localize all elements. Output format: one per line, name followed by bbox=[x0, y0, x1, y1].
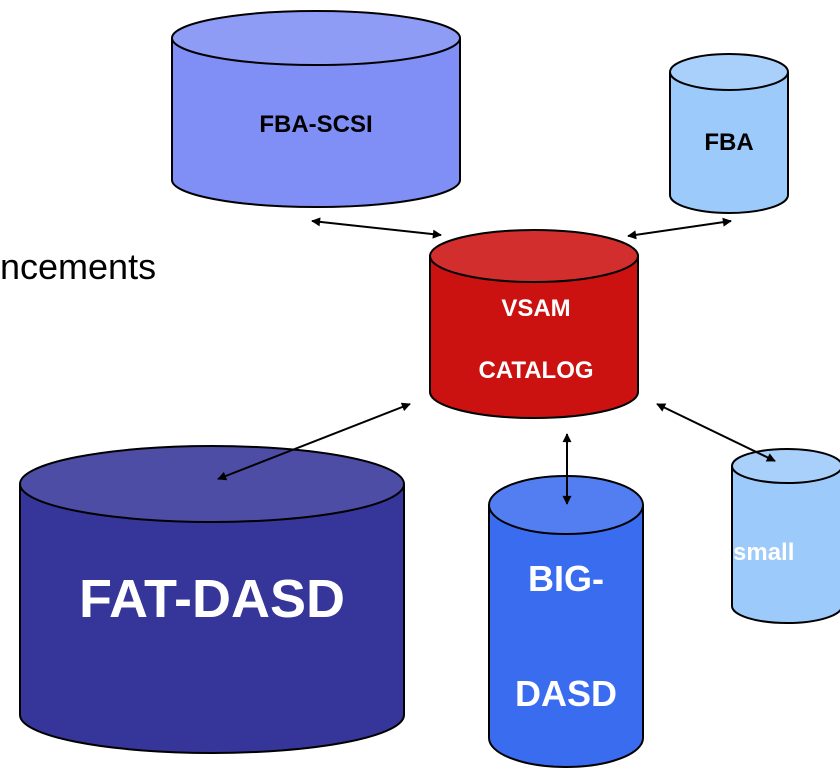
big-dasd-label-line1: BIG- bbox=[528, 558, 604, 599]
big-dasd-cylinder[interactable]: BIG- DASD bbox=[488, 475, 644, 768]
vsam-catalog-label-line2: CATALOG bbox=[478, 357, 593, 384]
vsam-catalog-top bbox=[429, 229, 639, 283]
fba-label: FBA bbox=[704, 129, 753, 156]
fba-scsi-cylinder[interactable]: FBA-SCSI bbox=[171, 10, 461, 208]
fat-dasd-cylinder[interactable]: FAT-DASD bbox=[19, 445, 405, 754]
fba-scsi-label: FBA-SCSI bbox=[259, 111, 372, 138]
fba-cylinder[interactable]: FBA bbox=[669, 53, 789, 214]
fat-dasd-label: FAT-DASD bbox=[79, 569, 345, 629]
fba-top bbox=[669, 53, 789, 91]
small-cylinder[interactable]: small bbox=[731, 448, 840, 624]
big-dasd-body bbox=[488, 505, 644, 768]
fba-scsi-body bbox=[171, 38, 461, 208]
fat-dasd-body bbox=[19, 484, 405, 754]
vsam-catalog-body bbox=[429, 256, 639, 419]
big-dasd-label-line2: DASD bbox=[515, 673, 617, 714]
arrow-fat-dasd-vsam bbox=[217, 402, 411, 481]
fba-body bbox=[669, 72, 789, 214]
small-label: small bbox=[733, 539, 794, 566]
small-body bbox=[731, 466, 840, 624]
vsam-catalog-cylinder[interactable]: VSAM CATALOG bbox=[429, 229, 639, 419]
arrow-fba-vsam bbox=[627, 217, 732, 240]
arrow-small-vsam bbox=[656, 403, 776, 462]
arrow-fba-scsi-vsam bbox=[311, 217, 442, 239]
fat-dasd-top bbox=[19, 445, 405, 523]
vsam-catalog-label-line1: VSAM bbox=[501, 295, 570, 322]
fba-scsi-top bbox=[171, 10, 461, 66]
small-top bbox=[731, 448, 840, 484]
background-partial-text: ncements bbox=[0, 246, 157, 287]
